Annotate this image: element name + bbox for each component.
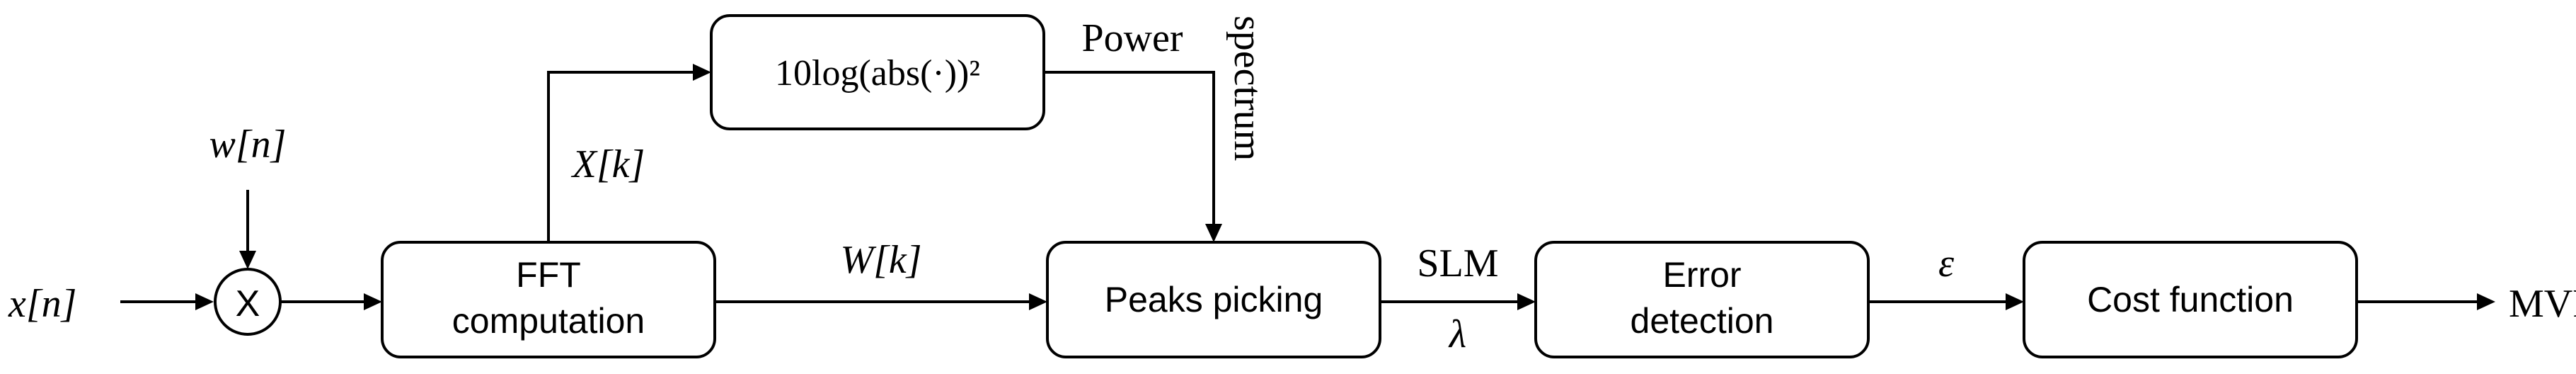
label-window-signal: w[n]: [209, 123, 287, 166]
peaks-picking-label: Peaks picking: [1105, 280, 1323, 319]
multiplier-node: X: [214, 268, 282, 336]
fft-computation-block: FFT computation: [381, 241, 716, 358]
arrow-multiplier-to-fft: [280, 293, 382, 310]
arrow-window-to-multiplier: [239, 190, 256, 269]
arrow-power-transform-to-peaks: [1044, 71, 1222, 242]
label-epsilon: ε: [1938, 242, 1955, 285]
error-detection-block: Error detection: [1534, 241, 1870, 358]
multiplier-symbol: X: [236, 283, 260, 324]
label-spectrum-rotated: spectrum: [1226, 16, 1270, 161]
arrow-fft-to-peaks: [715, 293, 1047, 310]
label-windowed-spectrum: W[k]: [840, 238, 921, 282]
arrow-peaks-to-error: [1380, 293, 1536, 310]
error-label-line2: detection: [1631, 301, 1774, 341]
cost-function-label: Cost function: [2087, 280, 2294, 319]
label-slm: SLM: [1417, 242, 1498, 285]
label-lambda: λ: [1448, 312, 1466, 356]
label-input-signal: x[n]: [8, 282, 76, 326]
power-transform-block: 10log(abs(·))²: [710, 14, 1045, 130]
error-label-line1: Error: [1662, 255, 1741, 295]
label-power: Power: [1081, 16, 1183, 60]
fft-label-line2: computation: [452, 301, 645, 341]
power-transform-label: 10log(abs(·))²: [775, 53, 980, 94]
arrow-fft-to-power-transform: [547, 64, 711, 242]
fft-label-line1: FFT: [516, 255, 581, 295]
arrow-error-to-cost: [1868, 293, 2024, 310]
arrow-input-to-multiplier: [120, 293, 214, 310]
cost-function-block: Cost function: [2023, 241, 2358, 358]
peaks-picking-block: Peaks picking: [1046, 241, 1381, 358]
label-spectrum-signal: X[k]: [571, 142, 645, 186]
arrow-cost-to-output: [2357, 293, 2495, 310]
label-output-mvf: MVF: [2509, 282, 2576, 326]
